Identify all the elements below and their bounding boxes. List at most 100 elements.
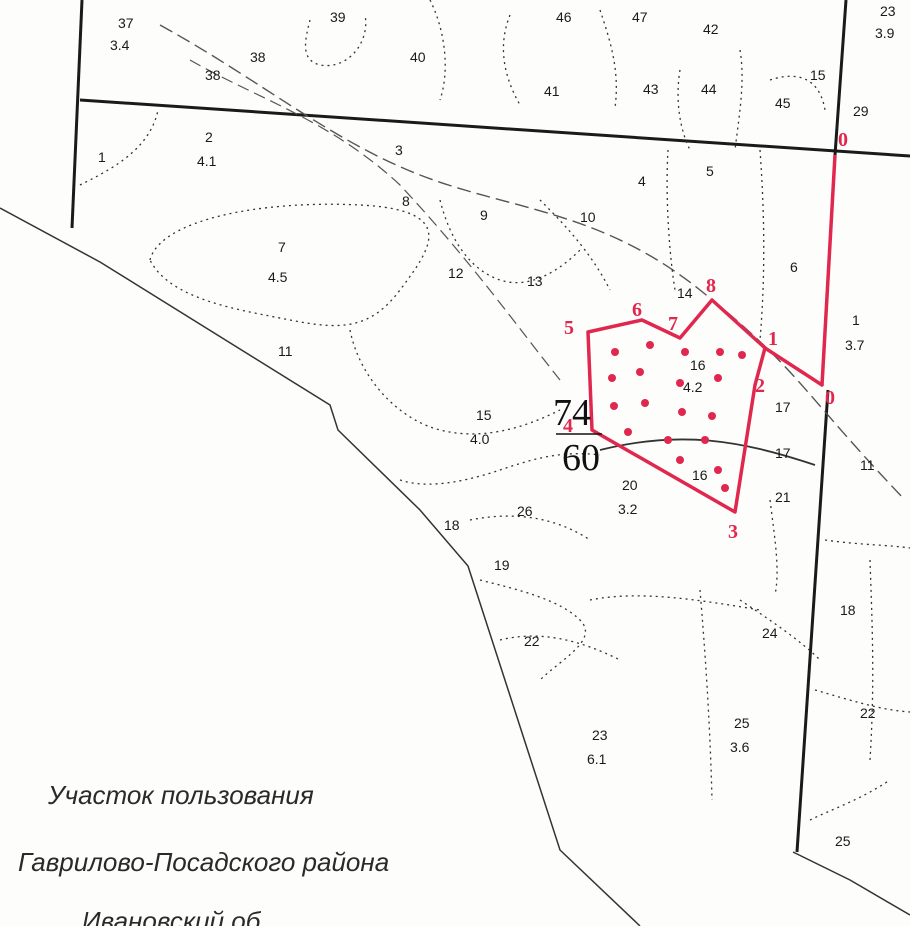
section-number: 44 (701, 81, 717, 97)
caption-line-2: Гаврилово-Посадского района (18, 847, 390, 877)
section-number: 15 (810, 67, 826, 83)
section-number: 17 (775, 445, 791, 461)
quarter-number: 74 (553, 392, 591, 434)
section-number: 18 (840, 602, 856, 618)
section-number: 7 (278, 239, 286, 255)
section-line (589, 595, 761, 611)
section-number: 3 (395, 142, 403, 158)
section-number: 8 (402, 193, 410, 209)
section-line (824, 539, 910, 549)
section-number: 9 (480, 207, 488, 223)
road-edge (0, 207, 641, 926)
quarter-boundary-left (70, 0, 84, 229)
section-number: 26 (517, 503, 533, 519)
section-line (149, 203, 430, 327)
section-line (599, 9, 617, 109)
plot-polygon (586, 154, 837, 514)
section-line (769, 75, 826, 111)
section-line (769, 499, 778, 596)
section-number: 12 (448, 265, 464, 281)
section-number: 21 (775, 489, 791, 505)
section-number: 29 (853, 103, 869, 119)
vertex-label: 1 (768, 328, 778, 350)
section-number: 15 (476, 407, 492, 423)
section-number: 1 (98, 149, 106, 165)
plot-access-line (820, 154, 837, 386)
edge-lower-right (792, 851, 910, 916)
section-boundaries (79, 0, 910, 821)
section-line (739, 599, 821, 661)
section-number: 40 (410, 49, 426, 65)
section-number: 37 (118, 15, 134, 31)
section-number: 1 (852, 312, 860, 328)
quarter-boundary-top (79, 98, 910, 158)
section-number: 18 (444, 517, 460, 533)
section-line (399, 453, 601, 485)
section-area: 3.7 (845, 337, 865, 353)
section-area: 4.0 (470, 431, 490, 447)
caption-line-1: Участок пользования (48, 780, 314, 810)
vertex-label: 0 (825, 387, 835, 409)
section-area: 3.9 (875, 25, 895, 41)
section-number: 45 (775, 95, 791, 111)
section-number: 10 (580, 209, 596, 225)
section-labels: 37 3.4 38 38 39 40 46 47 42 23 3.9 15 41… (98, 3, 896, 849)
section-number: 11 (860, 457, 875, 473)
section-area: 3.2 (618, 501, 638, 517)
section-number: 38 (250, 49, 266, 65)
section-area: 6.1 (587, 751, 607, 767)
vertex-label: 7 (668, 313, 678, 335)
vertex-label: 8 (706, 275, 716, 297)
section-area: 4.1 (197, 153, 217, 169)
section-number: 47 (632, 9, 648, 25)
section-area: 3.6 (730, 739, 750, 755)
section-area: 3.4 (110, 37, 130, 53)
quarter-boundary-upper-right (833, 0, 848, 156)
section-number: 17 (775, 399, 791, 415)
plot-boundary (586, 298, 824, 514)
vertex-label: 4 (563, 415, 573, 437)
section-number: 25 (734, 715, 750, 731)
vertex-label: 5 (564, 317, 574, 339)
caption-line-3: Ивановский об (82, 906, 261, 926)
section-number: 24 (762, 625, 778, 641)
section-number: 38 (205, 67, 221, 83)
vertex-label: 0 (838, 129, 848, 151)
quarter-boundary-right (795, 389, 830, 853)
section-number: 6 (790, 259, 798, 275)
section-line (759, 149, 765, 341)
dashed-road-branch (189, 59, 561, 381)
quarter-boundaries (70, 0, 910, 853)
section-number: 20 (622, 477, 638, 493)
section-number: 16 (690, 357, 706, 373)
section-line (677, 69, 691, 151)
section-line (499, 635, 621, 661)
section-line (479, 579, 587, 681)
section-area: 4.5 (268, 269, 288, 285)
section-number: 43 (643, 81, 659, 97)
outer-edges (0, 207, 910, 926)
section-line (349, 329, 561, 435)
section-line (502, 14, 521, 106)
section-number: 4 (638, 173, 646, 189)
section-number: 23 (592, 727, 608, 743)
section-number: 19 (494, 557, 510, 573)
section-number: 11 (278, 343, 293, 359)
section-number: 22 (860, 705, 876, 721)
section-number: 2 (205, 129, 213, 145)
plot-hatch-dots (608, 341, 746, 492)
section-number: 39 (330, 9, 346, 25)
section-number: 13 (527, 273, 543, 289)
section-number: 14 (677, 285, 693, 301)
vertex-label: 6 (632, 299, 642, 321)
section-line (734, 49, 743, 151)
section-number: 42 (703, 21, 719, 37)
section-number: 22 (524, 633, 540, 649)
section-area: 4.2 (683, 379, 703, 395)
plot-vertex-labels: 0 1 2 3 4 5 6 7 8 0 (563, 129, 848, 543)
section-number: 41 (544, 83, 560, 99)
section-line (304, 14, 367, 67)
section-number: 16 (692, 467, 708, 483)
